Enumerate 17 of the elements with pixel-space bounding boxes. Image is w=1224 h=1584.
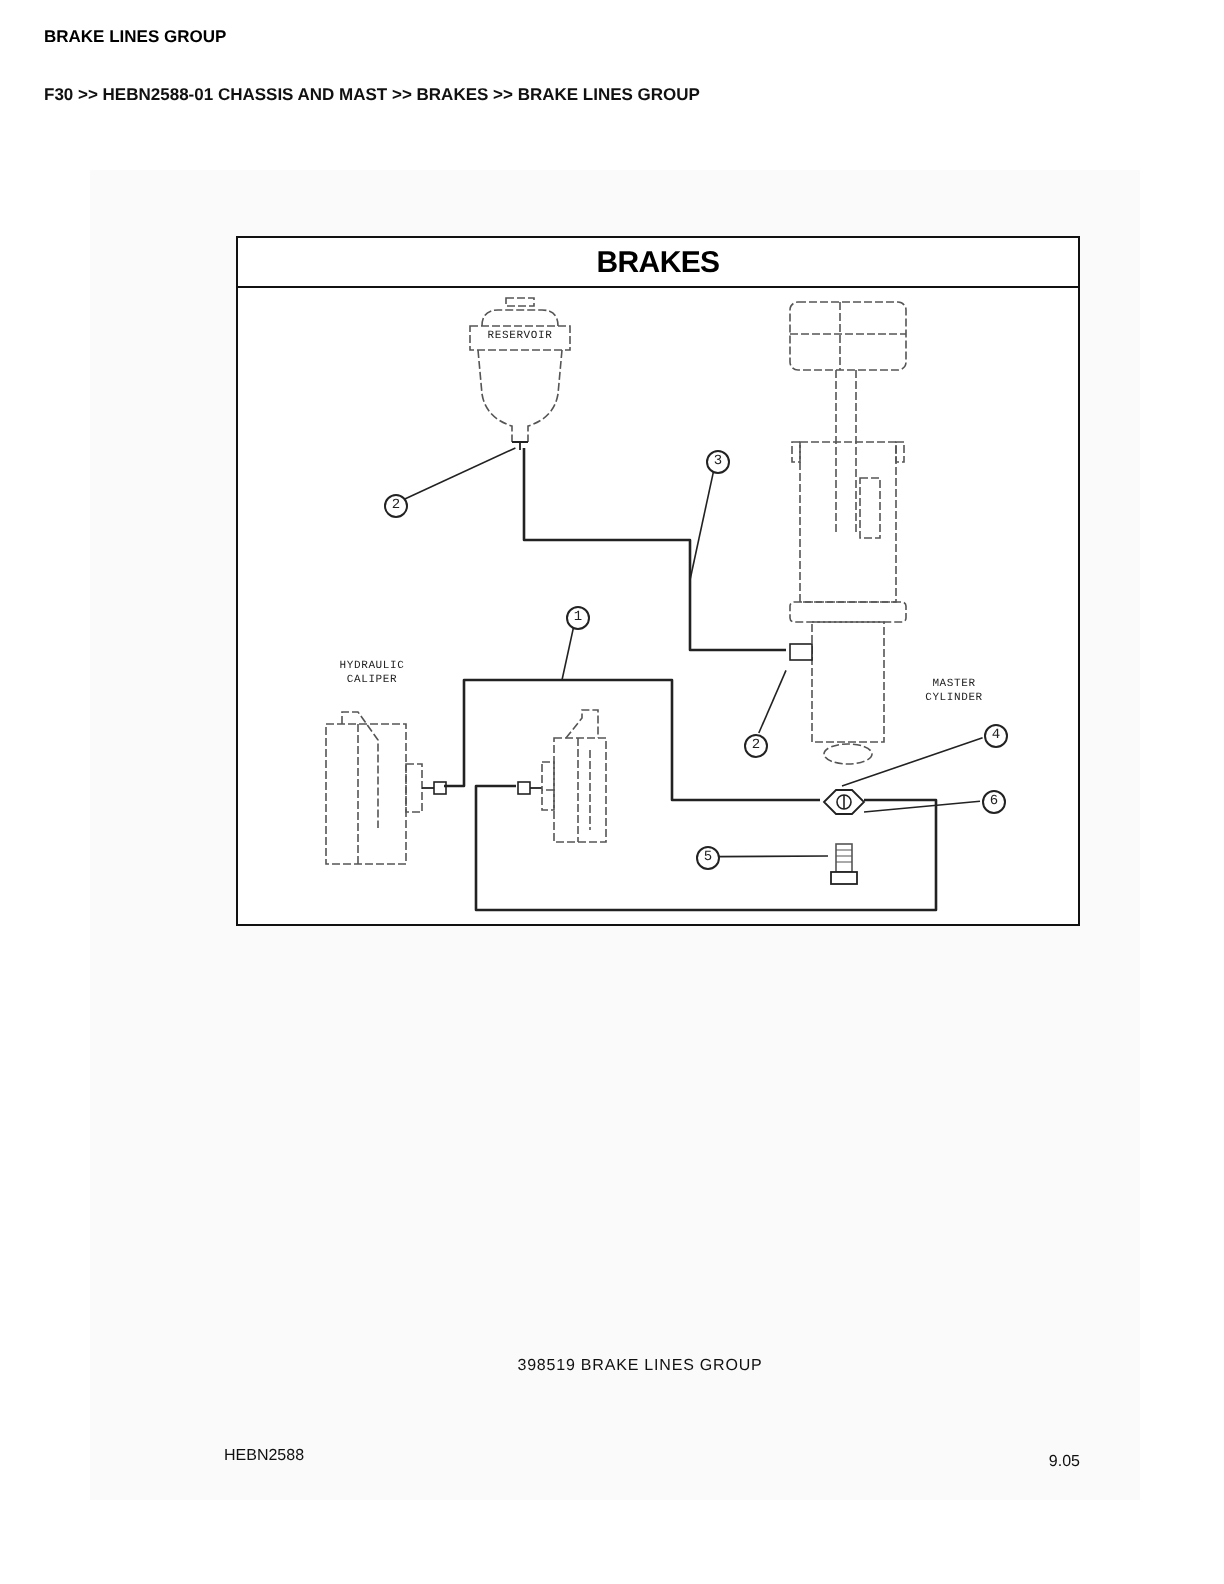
footer-text: 9.05: [1046, 1452, 1080, 1470]
breadcrumb: F30 >> HEBN2588-01 CHASSIS AND MAST >> BRAKES >> BRAKE LINES GROUP: [44, 84, 702, 104]
leader-line: [689, 471, 715, 581]
frame-heading: BRAKES: [596, 245, 720, 279]
figure-caption: 398519 BRAKE LINES GROUP: [515, 1356, 765, 1374]
diagram-frame: [236, 236, 1080, 926]
brake-line: [474, 784, 938, 912]
leader-line: [758, 669, 787, 734]
leader-line: [841, 737, 984, 787]
page-title: BRAKE LINES GROUP: [44, 26, 227, 46]
leader-line: [561, 627, 575, 681]
leader-line: [404, 447, 517, 500]
brake-line: [444, 678, 820, 802]
brake-line: [522, 448, 786, 652]
leader-line: [717, 855, 829, 858]
leader-line: [863, 800, 981, 813]
footer-text: HEBN2588: [224, 1446, 307, 1464]
